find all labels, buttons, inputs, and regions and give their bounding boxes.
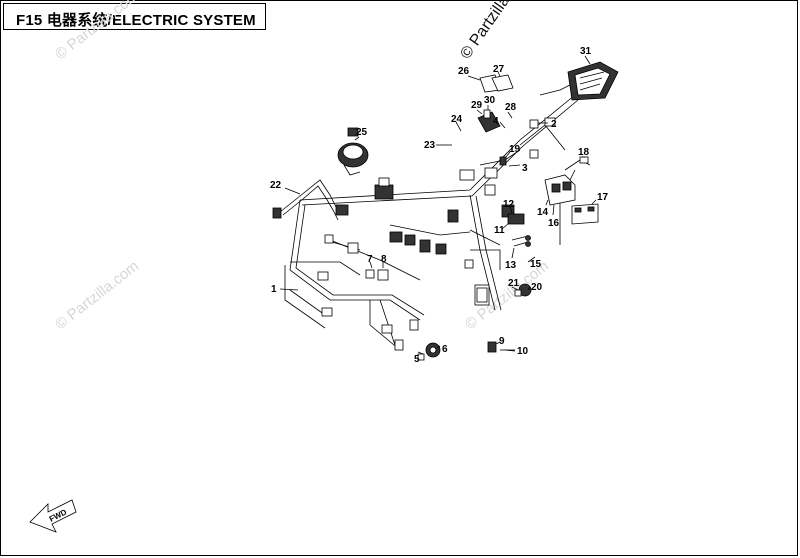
callout-7: 7 xyxy=(367,254,373,265)
callout-2: 2 xyxy=(551,119,557,130)
callout-17: 17 xyxy=(597,192,609,203)
horn xyxy=(337,127,369,176)
callout-labels: 1 2 3 4 5 6 7 8 9 10 11 12 13 14 15 16 1… xyxy=(270,46,609,365)
watermark-bottom-left: © Partzilla.com xyxy=(52,258,142,334)
ignition-assembly xyxy=(374,177,394,200)
oxygen-sensor-cable xyxy=(272,179,349,221)
callout-23: 23 xyxy=(424,140,436,151)
callout-26: 26 xyxy=(458,66,470,77)
callout-15: 15 xyxy=(530,259,542,270)
callout-14: 14 xyxy=(537,207,549,218)
callout-18: 18 xyxy=(578,147,590,158)
ecu-module xyxy=(567,61,619,101)
callout-4: 4 xyxy=(493,116,499,127)
callout-16: 16 xyxy=(548,218,560,229)
callout-9: 9 xyxy=(499,336,505,347)
callout-1: 1 xyxy=(271,284,277,295)
fuse-box xyxy=(477,109,501,133)
title-box: F15 电器系统/ELECTRIC SYSTEM xyxy=(3,3,266,30)
battery-cable xyxy=(564,156,591,171)
callout-5: 5 xyxy=(414,354,420,365)
callout-30: 30 xyxy=(484,95,496,106)
callout-8: 8 xyxy=(381,254,387,265)
callout-24: 24 xyxy=(451,114,463,125)
callout-11: 11 xyxy=(494,225,505,236)
callout-25: 25 xyxy=(356,127,368,138)
sub-harness-outline xyxy=(284,249,501,351)
callout-10: 10 xyxy=(517,346,529,357)
callout-29: 29 xyxy=(471,100,483,111)
relay-pads xyxy=(479,74,514,93)
bracket xyxy=(499,156,507,166)
battery xyxy=(571,203,599,225)
callout-13: 13 xyxy=(505,260,517,271)
watermark-top-left: © Partzilla.com xyxy=(52,0,142,63)
callout-20: 20 xyxy=(531,282,543,293)
callout-21: 21 xyxy=(508,278,520,289)
speed-sensor xyxy=(417,342,441,361)
regulator xyxy=(544,174,576,206)
callout-22: 22 xyxy=(270,180,282,191)
watermark-top-center: © Partzilla.com xyxy=(457,0,533,62)
callout-12: 12 xyxy=(503,199,515,210)
callout-31: 31 xyxy=(580,46,592,57)
forward-arrow: FWD xyxy=(29,499,77,533)
page-title: F15 电器系统/ELECTRIC SYSTEM xyxy=(16,12,256,29)
callout-6: 6 xyxy=(442,344,448,355)
fuse-holder xyxy=(507,213,525,225)
callout-3: 3 xyxy=(522,163,528,174)
leader-lines xyxy=(279,55,597,355)
callout-28: 28 xyxy=(505,102,517,113)
callout-19: 19 xyxy=(509,144,521,155)
terminal-pins xyxy=(511,235,531,247)
callout-27: 27 xyxy=(493,64,505,75)
connector-cluster xyxy=(317,117,556,351)
